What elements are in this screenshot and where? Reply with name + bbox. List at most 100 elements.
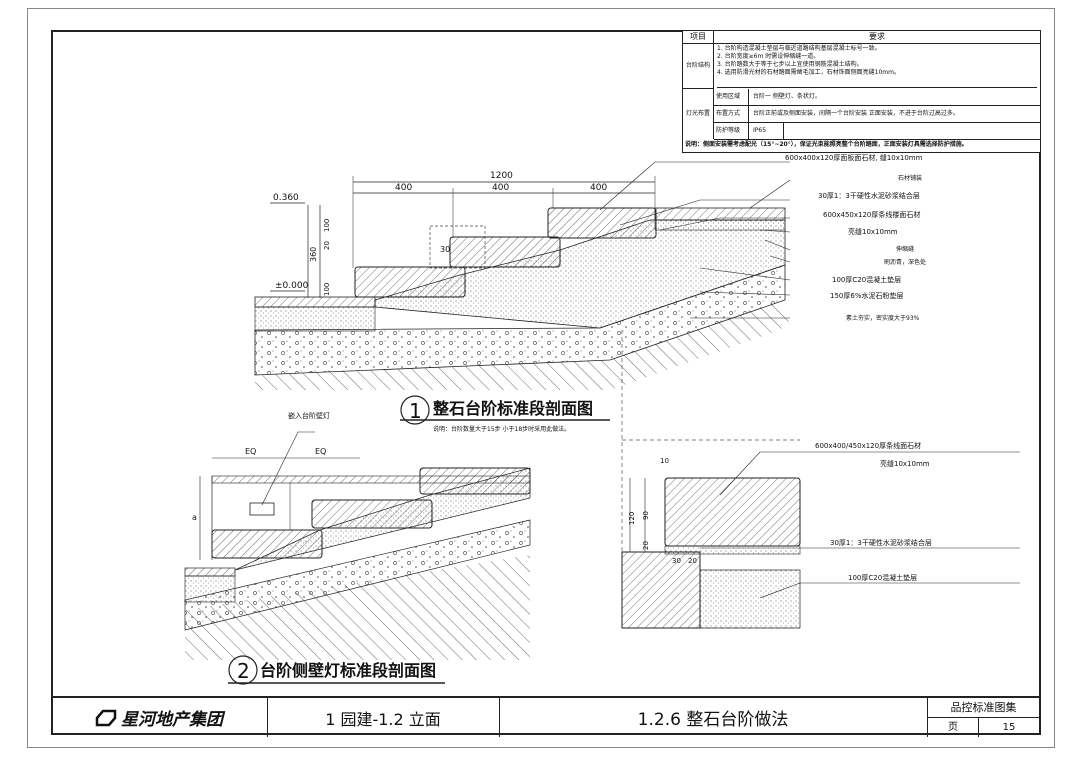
caption-circle-2 [228, 655, 258, 685]
leader-lines [599, 161, 791, 319]
section-name: 1 园建-1.2 立面 [267, 698, 500, 737]
ground-paving [254, 296, 376, 308]
lighting-row-key: 布置方式 [714, 106, 749, 122]
step-structure-line: 3. 台阶踏数大于等于七步以上宜使用钢筋混凝土结构。 [717, 61, 863, 68]
step-stone-1 [354, 266, 466, 298]
caption-note-1: 说明：台阶数量大于15步 小于18步时采用此做法。 [433, 425, 570, 433]
company-logo-icon [95, 709, 117, 726]
requirements-table: 项目 要求 台阶结构 1. 台阶构造混凝土垫层与临近道路结构基层混凝土标号一致。… [682, 31, 1040, 153]
callout-9: 150厚6%水泥石粉垫层 [830, 291, 903, 300]
top-mortar [654, 219, 786, 231]
stone-layer-2 [184, 519, 531, 631]
detail-dim-20w: 20 [688, 557, 697, 565]
wall-cap [211, 475, 531, 484]
set-name: 品控标准图集 [928, 698, 1039, 718]
wall-light [249, 502, 275, 516]
detail-dim-20: 20 [642, 541, 650, 550]
step-structure-line: 1. 台阶构造混凝土垫层与临近道路结构基层混凝土标号一致。 [717, 45, 881, 52]
dim-vertical-b: 20 [323, 241, 331, 250]
step-stone-2a [211, 529, 323, 559]
caption-number-2: 2 [237, 659, 250, 683]
lighting-row-key: 使用区域 [714, 89, 749, 105]
drawing-frame [51, 30, 1041, 735]
caption-title-1: 整石台阶标准段剖面图 [432, 399, 593, 418]
detail-dim-90: 90 [642, 511, 650, 520]
eq-label-2: EQ [315, 447, 326, 456]
a-dim-label: a [192, 513, 197, 522]
callout-2: 石材铺装 [898, 174, 922, 182]
detail-leaders [700, 451, 1020, 599]
section-drawing-1: 1200 400 400 400 0.360 ±0.000 360 100 20… [254, 153, 926, 433]
page-label: 页 [928, 718, 979, 737]
callout-4: 600x450x120厚条线楼面石材 [823, 210, 920, 219]
row-label-step-structure: 台阶结构 [683, 44, 714, 89]
step-structure-lines: 1. 台阶构造混凝土垫层与临近道路结构基层混凝土标号一致。 2. 台阶宽度≥6m… [717, 45, 1037, 88]
dim-step-2: 400 [492, 183, 509, 193]
row-label-lighting: 灯光布置 [683, 89, 714, 139]
callout-5: 亮缝10x10mm [848, 227, 898, 236]
drawing-title: 1.2.6 整石台阶做法 [499, 698, 928, 737]
dim-total: 1200 [490, 171, 513, 181]
elevation-base: ±0.000 [275, 281, 309, 291]
sheet-border [27, 8, 1055, 748]
step-stone-3 [547, 207, 657, 239]
detail-stone-lower [621, 551, 701, 629]
light-leader [261, 431, 315, 506]
detail-callout-3: 30厚1：3干硬性水泥砂浆结合层 [830, 538, 932, 547]
dim-step-1: 400 [395, 183, 412, 193]
callout-8: 100厚C20混凝土垫层 [832, 275, 901, 284]
lighting-row-value: 台阶一 侧壁灯、条状灯。 [753, 93, 821, 100]
table-header-item: 项目 [683, 31, 714, 44]
detail-callout-1: 600x400/450x120厚条线面石材 [815, 441, 921, 450]
detail-drawing: 10 120 90 20 30 20 600x400/450x120厚条线面石材… [621, 330, 1020, 629]
eq-label-1: EQ [245, 447, 256, 456]
caption-circle-1 [400, 395, 430, 425]
detail-stone-top [664, 477, 801, 547]
callout-1: 600x400x120厚面板面石材, 缝10x10mm [785, 153, 923, 162]
step-structure-line: 4. 选用防滑光材的石材踏面需凿毛加工，石材饰面侧面亮缝10mm。 [717, 69, 900, 76]
lighting-row-value: IP65 [749, 123, 784, 139]
callout-3: 30厚1：3干硬性水泥砂浆结合层 [818, 191, 920, 200]
light-box-outline [429, 225, 486, 269]
step-stone-2b [311, 499, 433, 529]
detail-concrete [699, 569, 801, 629]
lighting-rows: 使用区域 台阶一 侧壁灯、条状灯。 布置方式 台阶正前或及侧面安装，间隔一个台阶… [714, 89, 1040, 140]
detail-dim-top: 10 [660, 457, 669, 465]
company-cell: 星河地产集团 [51, 698, 268, 737]
title-block: 星河地产集团 1 园建-1.2 立面 1.2.6 整石台阶做法 品控标准图集 页… [51, 696, 1041, 737]
dim-small: 30 [440, 245, 450, 254]
detail-callout-2: 亮缝10x10mm [880, 459, 930, 468]
dim-step-3: 400 [590, 183, 607, 193]
page-number: 15 [1002, 722, 1016, 733]
caption-number-1: 1 [409, 399, 422, 423]
callout-7: 刷沥青，深色处 [884, 258, 926, 266]
soil-layer [255, 300, 790, 390]
lighting-row-key: 防护等级 [714, 123, 749, 139]
dim-vertical-c: 100 [323, 283, 331, 296]
lighting-row-value: 台阶正前或及侧面安装，间隔一个台阶安装 正面安装，不进于台阶过高过多。 [753, 110, 959, 117]
section-drawing-2: EQ EQ 嵌入台阶壁灯 a 2 台阶侧壁灯标准段剖面图 [184, 411, 531, 685]
caption-title-2: 台阶侧壁灯标准段剖面图 [260, 661, 436, 680]
wall-light-label: 嵌入台阶壁灯 [288, 411, 330, 420]
page-row: 页 15 [928, 718, 1039, 737]
detail-callout-4: 100厚C20混凝土垫层 [848, 573, 917, 582]
lighting-row: 防护等级 IP65 [714, 123, 1040, 140]
company-name: 星河地产集团 [121, 710, 223, 730]
set-info-cell: 品控标准图集 页 15 [928, 698, 1039, 737]
dim-vertical-total: 360 [309, 247, 318, 262]
detail-mortar [664, 545, 801, 555]
lighting-row: 使用区域 台阶一 侧壁灯、条状灯。 [714, 89, 1040, 106]
lighting-note: 说明：侧面安装需考虑配光（15°~20°），保证光束能照亮整个台阶踏面，正面安装… [685, 141, 968, 148]
ground-base [254, 306, 376, 332]
dim-vertical-a: 100 [323, 219, 331, 232]
callout-10: 素土夯实，密实度大于93% [846, 314, 920, 322]
table-header-requirement: 要求 [714, 31, 1040, 44]
ground-base-2 [184, 575, 236, 603]
step-structure-line: 2. 台阶宽度≥6m 时需设伸缩缝一道。 [717, 53, 820, 60]
elevation-top: 0.360 [273, 193, 299, 203]
lighting-row: 布置方式 台阶正前或及侧面安装，间隔一个台阶安装 正面安装，不进于台阶过高过多。 [714, 106, 1040, 123]
ground-paving-2 [184, 567, 236, 577]
detail-dim-120: 120 [628, 512, 636, 525]
callout-6: 伸缩缝 [896, 245, 914, 253]
